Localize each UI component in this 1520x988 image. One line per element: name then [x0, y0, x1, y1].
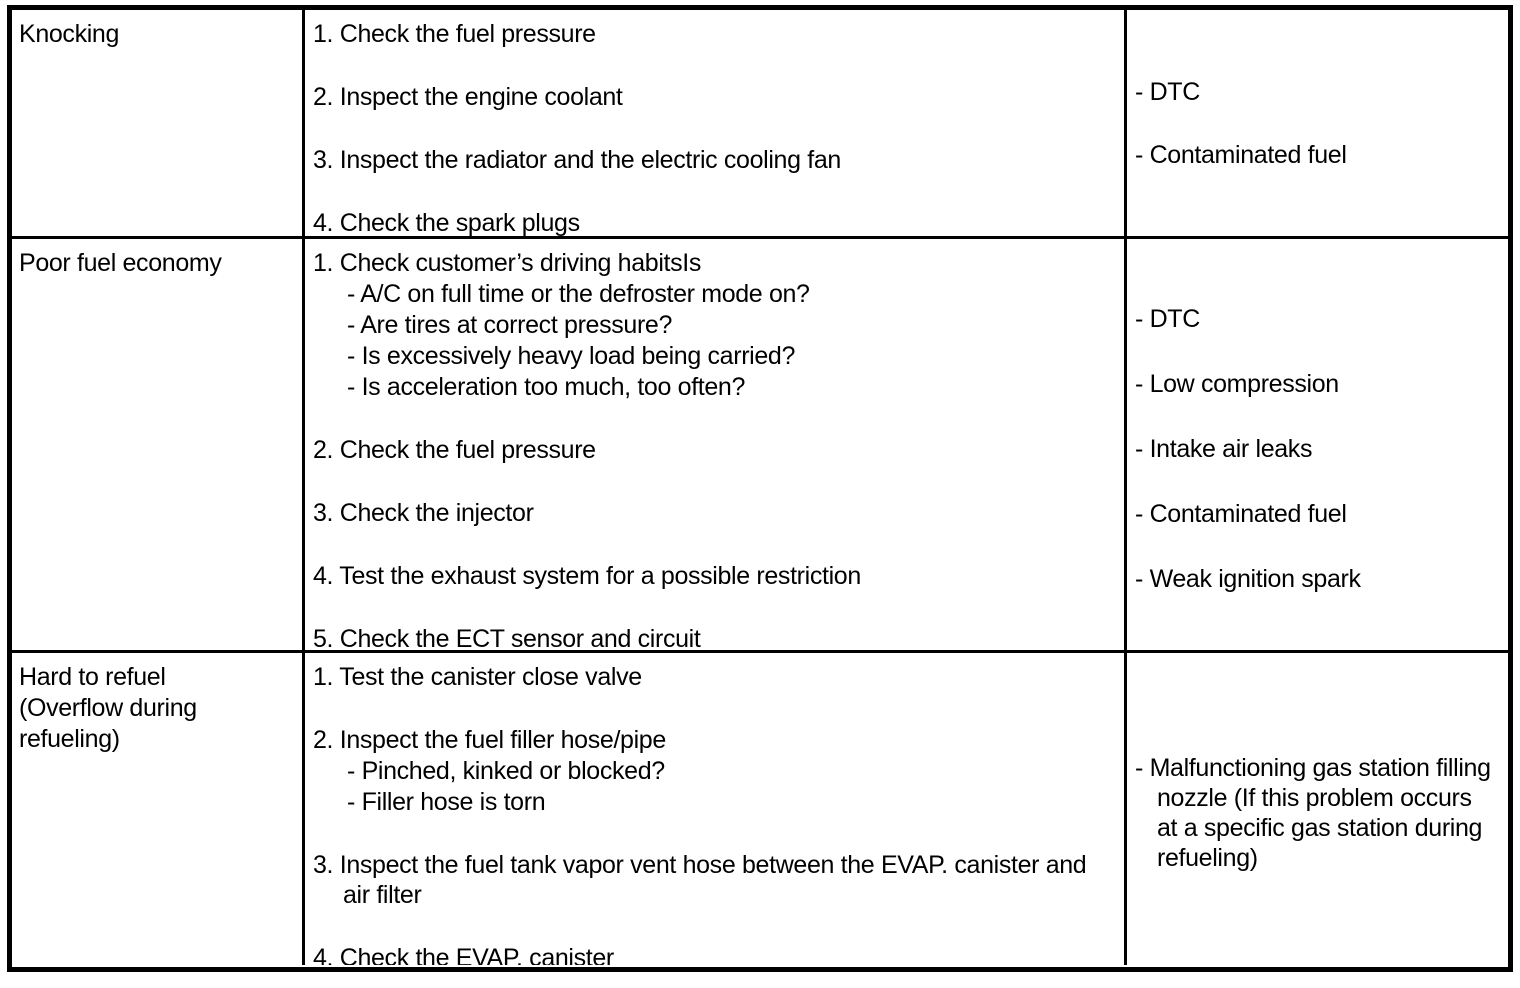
symptom-cell: Knocking: [12, 10, 305, 236]
symptom-cell: Poor fuel economy: [12, 239, 305, 650]
symptom-line: Hard to refuel: [19, 663, 166, 691]
action-step: 2. Check the fuel pressure: [313, 436, 596, 464]
cause-item: - Malfunctioning gas station filling noz…: [1135, 754, 1498, 872]
action-step: 4. Check the spark plugs: [313, 209, 580, 236]
action-step: 2. Inspect the fuel filler hose/pipe: [313, 726, 666, 754]
action-cell: 1. Check the fuel pressure 2. Inspect th…: [305, 10, 1127, 236]
action-substep: - Pinched, kinked or blocked?: [347, 757, 665, 785]
action-step: 4. Test the exhaust system for a possibl…: [313, 562, 861, 590]
action-step: 5. Check the ECT sensor and circuit: [313, 625, 701, 650]
probable-cause-cell: - DTC - Low compression - Intake air lea…: [1127, 239, 1508, 650]
action-cell: 1. Test the canister close valve 2. Insp…: [305, 653, 1127, 965]
cause-item: - Intake air leaks: [1135, 434, 1313, 463]
action-step: 1. Check the fuel pressure: [313, 20, 596, 48]
cause-item: - DTC: [1135, 304, 1200, 333]
symptom-line: Knocking: [19, 20, 120, 48]
symptom-line: Poor fuel economy: [19, 249, 222, 277]
action-step: 1. Check customer’s driving habitsIs: [313, 249, 702, 277]
action-substep: - Are tires at correct pressure?: [347, 311, 673, 339]
action-step: 3. Check the injector: [313, 499, 534, 527]
action-step: 3. Inspect the fuel tank vapor vent hose…: [313, 851, 1087, 909]
cause-item: - Weak ignition spark: [1135, 564, 1361, 593]
action-substep: - Filler hose is torn: [347, 788, 546, 816]
action-substep: - Is excessively heavy load being carrie…: [347, 342, 796, 370]
action-substep: - Is acceleration too much, too often?: [347, 373, 746, 401]
symptom-line: (Overflow during: [19, 694, 197, 722]
cause-item: - DTC: [1135, 77, 1200, 106]
cause-item: - Low compression: [1135, 369, 1339, 398]
symptom-cell: Hard to refuel (Overflow during refuelin…: [12, 653, 305, 965]
action-step: 3. Inspect the radiator and the electric…: [313, 146, 841, 174]
probable-cause-cell: - DTC - Contaminated fuel: [1127, 10, 1508, 236]
table-row: Knocking 1. Check the fuel pressure 2. I…: [12, 10, 1508, 239]
symptom-troubleshooting-table: Knocking 1. Check the fuel pressure 2. I…: [7, 5, 1513, 972]
table-row: Hard to refuel (Overflow during refuelin…: [12, 653, 1508, 965]
cause-item: - Contaminated fuel: [1135, 140, 1347, 169]
action-step: 2. Inspect the engine coolant: [313, 83, 623, 111]
cause-item: - Contaminated fuel: [1135, 499, 1347, 528]
table-row: Poor fuel economy 1. Check customer’s dr…: [12, 239, 1508, 653]
action-step: 4. Check the EVAP. canister: [313, 944, 614, 965]
action-cell: 1. Check customer’s driving habitsIs - A…: [305, 239, 1127, 650]
action-substep: - A/C on full time or the defroster mode…: [347, 280, 810, 308]
probable-cause-cell: - Malfunctioning gas station filling noz…: [1127, 653, 1508, 965]
action-step: 1. Test the canister close valve: [313, 663, 642, 691]
symptom-line: refueling): [19, 725, 120, 753]
